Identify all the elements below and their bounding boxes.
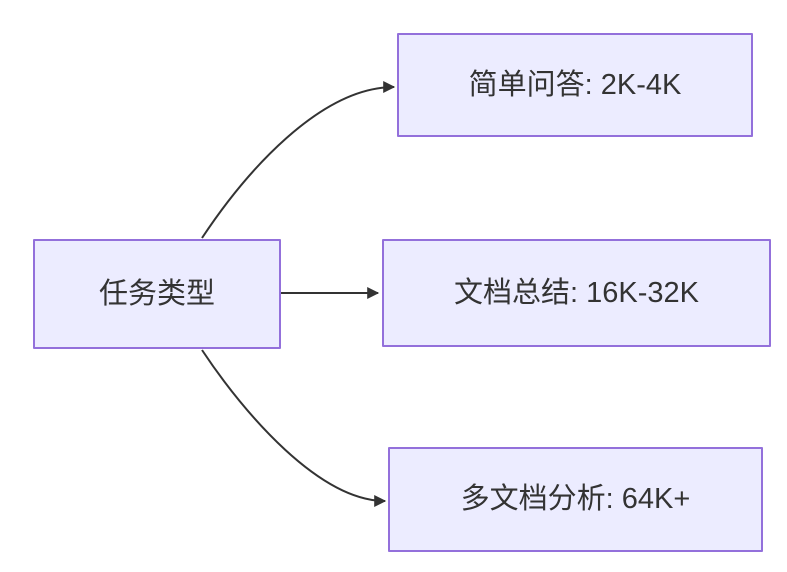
- node-doc-summary: 文档总结: 16K-32K: [382, 239, 771, 347]
- node-multi-doc-analysis: 多文档分析: 64K+: [388, 447, 763, 552]
- node-multi-doc-analysis-label: 多文档分析: 64K+: [460, 483, 691, 516]
- edge-root-to-bottom: [201, 349, 387, 507]
- node-simple-qa-label: 简单问答: 2K-4K: [468, 68, 682, 101]
- node-task-type-label: 任务类型: [98, 277, 215, 310]
- node-simple-qa: 简单问答: 2K-4K: [397, 33, 753, 137]
- node-doc-summary-label: 文档总结: 16K-32K: [454, 276, 699, 309]
- edge-root-to-top: [201, 81, 396, 239]
- node-task-type: 任务类型: [33, 239, 281, 349]
